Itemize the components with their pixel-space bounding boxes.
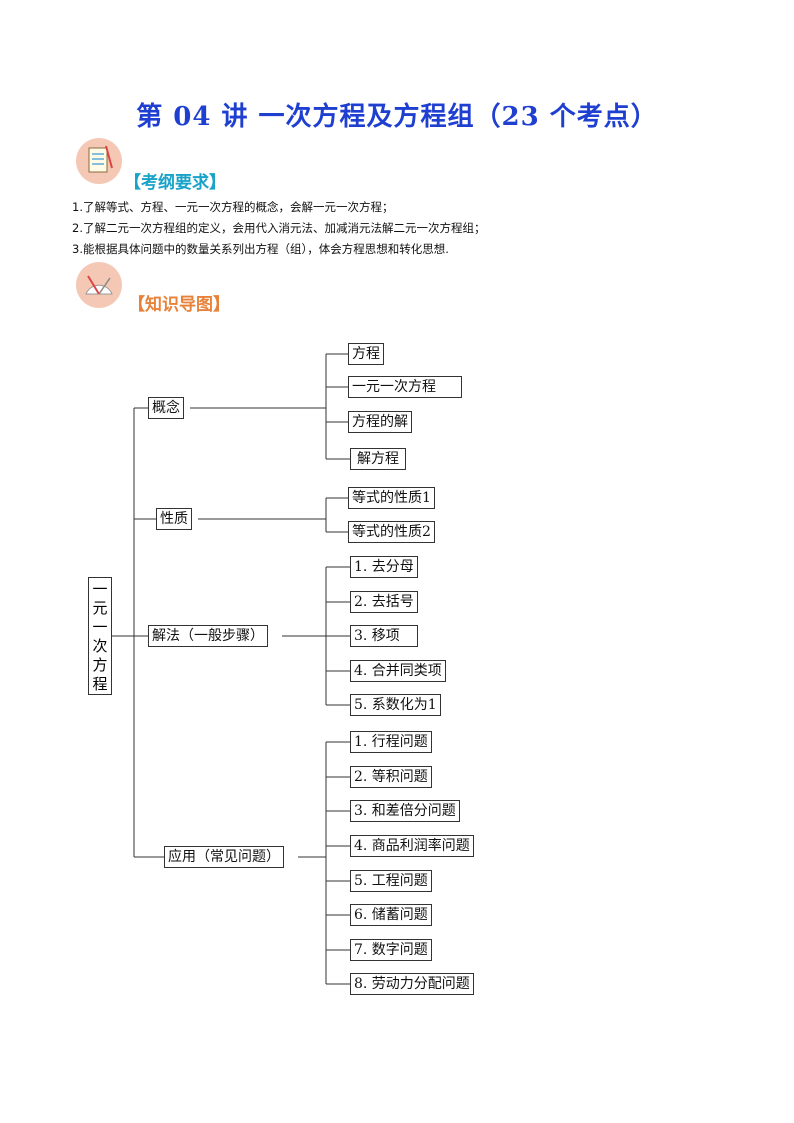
leaf-node: 8. 劳动力分配问题 bbox=[350, 973, 474, 995]
leaf-node: 1. 去分母 bbox=[350, 556, 418, 578]
leaf-node: 2. 去括号 bbox=[350, 591, 418, 613]
leaf-node: 5. 工程问题 bbox=[350, 870, 432, 892]
branch-concept: 概念 bbox=[148, 397, 184, 419]
branch-solving: 解法（一般步骤） bbox=[148, 625, 268, 647]
section-title-knowledge-map: 【知识导图】 bbox=[128, 295, 230, 315]
page-title: 第 04 讲 一次方程及方程组（23 个考点） bbox=[136, 102, 658, 132]
leaf-node: 3. 和差倍分问题 bbox=[350, 800, 460, 822]
leaf-node: 5. 系数化为1 bbox=[350, 694, 441, 716]
requirement-item: 2.了解二元一次方程组的定义，会用代入消元法、加减消元法解二元一次方程组； bbox=[72, 221, 486, 235]
leaf-node: 2. 等积问题 bbox=[350, 766, 432, 788]
leaf-node: 一元一次方程 bbox=[348, 376, 462, 398]
leaf-node: 1. 行程问题 bbox=[350, 731, 432, 753]
leaf-node: 3. 移项 bbox=[350, 625, 418, 647]
leaf-node: 6. 储蓄问题 bbox=[350, 904, 432, 926]
requirement-item: 3.能根据具体问题中的数量关系列出方程（组），体会方程思想和转化思想. bbox=[72, 242, 449, 256]
leaf-node: 解方程 bbox=[350, 448, 406, 470]
notebook-icon bbox=[76, 138, 122, 184]
branch-property: 性质 bbox=[156, 508, 192, 530]
protractor-icon bbox=[76, 262, 122, 308]
leaf-node: 4. 合并同类项 bbox=[350, 660, 446, 682]
requirement-item: 1.了解等式、方程、一元一次方程的概念，会解一元一次方程； bbox=[72, 200, 394, 214]
mindmap-root: 一元一次方程 bbox=[88, 577, 112, 695]
leaf-node: 4. 商品利润率问题 bbox=[350, 835, 474, 857]
branch-application: 应用（常见问题） bbox=[164, 846, 284, 868]
leaf-node: 方程 bbox=[348, 343, 384, 365]
leaf-node: 方程的解 bbox=[348, 411, 412, 433]
leaf-node: 等式的性质2 bbox=[348, 521, 435, 543]
section-title-requirements: 【考纲要求】 bbox=[124, 173, 226, 193]
leaf-node: 等式的性质1 bbox=[348, 487, 435, 509]
leaf-node: 7. 数字问题 bbox=[350, 939, 432, 961]
